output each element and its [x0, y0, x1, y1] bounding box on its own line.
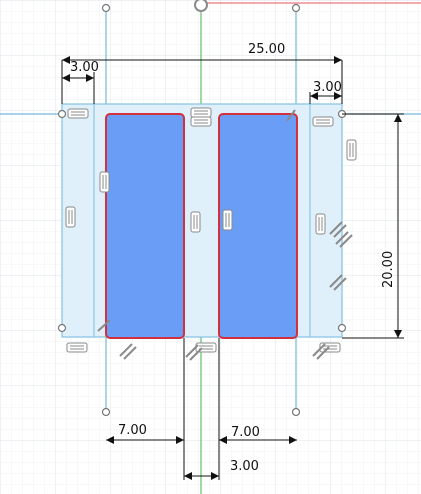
profile-corner-point[interactable] — [337, 323, 347, 333]
constraint-horizontal-icon[interactable] — [67, 108, 89, 119]
right-body[interactable] — [218, 113, 298, 339]
constraint-horizontal-icon[interactable] — [190, 116, 212, 127]
construction-endpoint[interactable] — [101, 3, 111, 13]
origin-point[interactable] — [194, 0, 208, 12]
outer-profile[interactable] — [61, 103, 343, 338]
constraint-horizontal-icon[interactable] — [190, 107, 212, 118]
constraint-horizontal-icon[interactable] — [312, 116, 334, 127]
constraint-vertical-icon[interactable] — [65, 206, 76, 228]
profile-corner-point[interactable] — [57, 109, 67, 119]
constraint-vertical-icon[interactable] — [222, 209, 233, 231]
constraint-horizontal-icon[interactable] — [319, 342, 341, 353]
tangent-marker — [286, 109, 296, 122]
dimension-right-body-width[interactable]: 7.00 — [231, 425, 260, 440]
profile-corner-point[interactable] — [57, 323, 67, 333]
tangent-marker — [97, 319, 111, 332]
construction-endpoint[interactable] — [291, 3, 301, 13]
construction-endpoint[interactable] — [291, 407, 301, 417]
dimension-height[interactable]: 20.00 — [381, 251, 396, 288]
construction-endpoint[interactable] — [101, 407, 111, 417]
dimension-left-offset[interactable]: 3.00 — [70, 60, 99, 75]
constraint-horizontal-icon[interactable] — [66, 342, 88, 353]
constraint-vertical-icon[interactable] — [346, 139, 357, 161]
constraint-vertical-icon[interactable] — [315, 213, 326, 235]
dimension-overall-width[interactable]: 25.00 — [248, 42, 285, 57]
constraint-vertical-icon[interactable] — [99, 171, 110, 193]
dimension-left-body-width[interactable]: 7.00 — [118, 423, 147, 438]
constraint-vertical-icon[interactable] — [190, 211, 201, 233]
dimension-right-offset[interactable]: 3.00 — [313, 80, 342, 95]
dimension-center-gap[interactable]: 3.00 — [230, 459, 259, 474]
left-body[interactable] — [105, 113, 185, 339]
